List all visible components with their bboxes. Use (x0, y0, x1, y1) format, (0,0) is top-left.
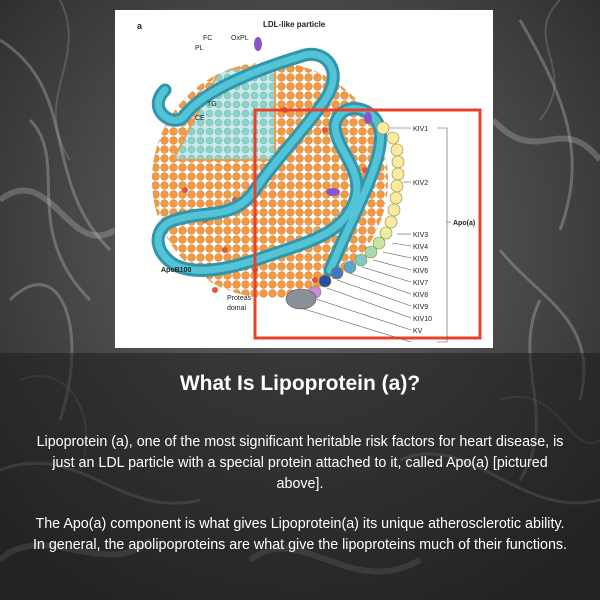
kringle-label: KIV6 (413, 268, 428, 275)
description-paragraph-2: The Apo(a) component is what gives Lipop… (32, 516, 568, 553)
label-protease-2: domai (227, 305, 247, 312)
panel-letter: a (137, 21, 143, 31)
kringle-label: KIV4 (413, 244, 428, 251)
kringle-label: KV (413, 328, 423, 335)
kringle-label: KIV2 (413, 180, 428, 187)
label-protease-1: Proteas (227, 295, 252, 302)
label-apob100: ApoB100 (161, 267, 191, 274)
description-paragraph-1: Lipoprotein (a), one of the most signifi… (36, 434, 564, 492)
label-fc: FC (203, 35, 212, 42)
kringle-label: KIV10 (413, 316, 432, 323)
lipoprotein-a-diagram: a LDL-like particle FC PL OxPL TG CE Apo… (115, 10, 493, 348)
apoa-highlight-box (253, 108, 482, 340)
kringle-label: KIV3 (413, 232, 428, 239)
label-apoa: Apo(a) (453, 220, 475, 227)
page-heading: What Is Lipoprotein (a)? (179, 372, 421, 395)
kringle-label: KIV1 (413, 126, 428, 133)
label-pl: PL (195, 45, 204, 52)
oxpl-markers (254, 37, 372, 196)
kringle-label: KIV5 (413, 256, 428, 263)
label-oxpl: OxPL (231, 35, 249, 42)
apoa-kringle-chain (285, 121, 405, 310)
label-tg: TG (207, 101, 217, 108)
kringle-label: KIV7 (413, 280, 428, 287)
kringle-label: KIV9 (413, 304, 428, 311)
label-ce: CE (195, 115, 205, 122)
kringle-labels: KIV1 KIV2 KIV3 KIV4 KIV5 KIV6 KIV7 KIV8 … (413, 126, 432, 335)
kringle-leader-lines (300, 127, 451, 343)
kringle-label: KIV8 (413, 292, 428, 299)
caption-panel (0, 353, 600, 600)
figure-title: LDL-like particle (263, 20, 326, 29)
